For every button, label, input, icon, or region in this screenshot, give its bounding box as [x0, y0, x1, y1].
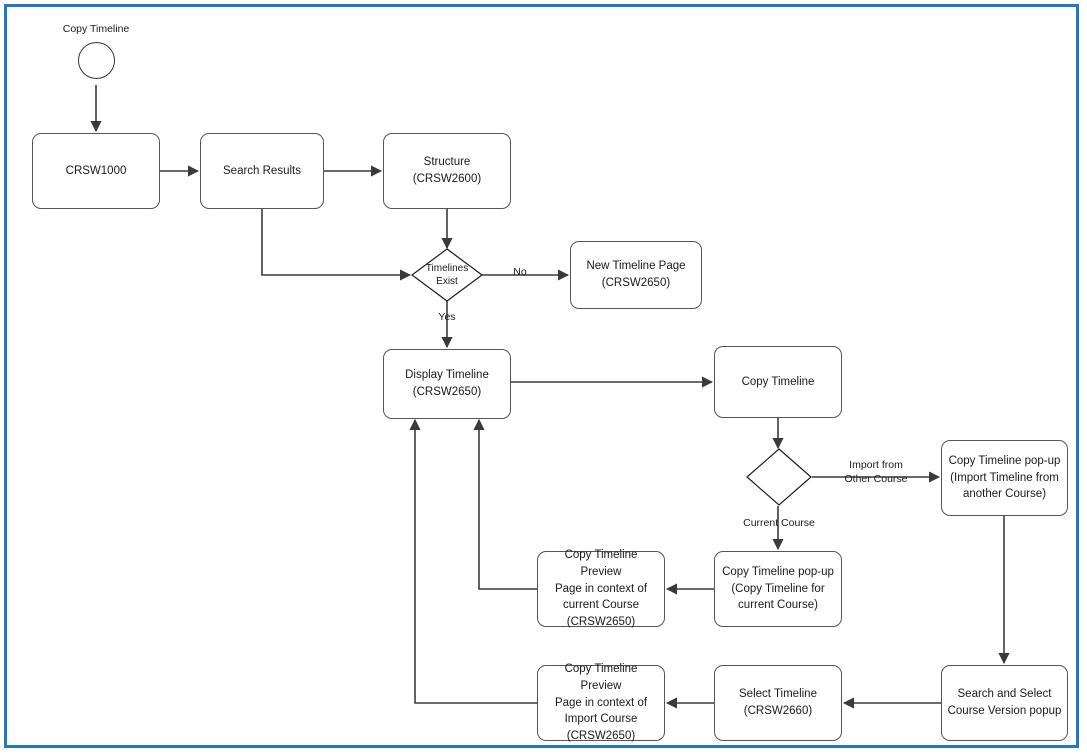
node-search-results-label: Search Results: [223, 164, 301, 177]
edge-label-yes: Yes: [438, 311, 456, 323]
node-copy-timeline-label: Copy Timeline: [741, 375, 815, 388]
edge-label-no: No: [513, 266, 527, 278]
node-structure[interactable]: Structure (CRSW2600): [383, 133, 511, 209]
edge-label-current-course: Current Course: [743, 517, 815, 529]
node-copy-timeline[interactable]: Copy Timeline: [714, 346, 842, 418]
node-crsw1000-label: CRSW1000: [65, 164, 127, 177]
node-crsw1000[interactable]: CRSW1000: [32, 133, 160, 209]
node-structure-label: Structure (CRSW2600): [412, 156, 482, 185]
start-node-circle: [78, 42, 115, 79]
node-preview-page-import-course-label: Copy Timeline Preview Page in context of…: [554, 663, 648, 743]
decision-copy-choice-label: [746, 448, 812, 506]
decision-timelines-exist-label: Timelines Exist: [425, 262, 469, 288]
decision-timelines-exist[interactable]: Timelines Exist: [411, 248, 483, 302]
start-node-label: Copy Timeline: [62, 23, 130, 35]
node-select-timeline[interactable]: Select Timeline (CRSW2660): [714, 665, 842, 741]
node-display-timeline[interactable]: Display Timeline (CRSW2650): [383, 349, 511, 419]
node-preview-page-import-course[interactable]: Copy Timeline Preview Page in context of…: [537, 663, 665, 742]
decision-copy-choice[interactable]: [746, 448, 812, 506]
node-search-and-select-course-version-popup-label: Search and Select Course Version popup: [947, 688, 1062, 717]
node-new-timeline-page-label: New Timeline Page (CRSW2650): [586, 260, 686, 289]
node-select-timeline-label: Select Timeline (CRSW2660): [739, 688, 817, 717]
node-search-and-select-course-version-popup[interactable]: Search and Select Course Version popup: [941, 665, 1068, 741]
node-search-results[interactable]: Search Results: [200, 133, 324, 209]
node-copy-timeline-popup-current[interactable]: Copy Timeline pop-up (Copy Timeline for …: [714, 551, 842, 627]
edge-label-import-from-other-course: Import from Other Course: [844, 459, 908, 485]
node-preview-page-current-course[interactable]: Copy Timeline Preview Page in context of…: [537, 549, 665, 628]
node-copy-timeline-popup-import-label: Copy Timeline pop-up (Import Timeline fr…: [948, 454, 1061, 501]
node-display-timeline-label: Display Timeline (CRSW2650): [405, 369, 489, 398]
node-copy-timeline-popup-current-label: Copy Timeline pop-up (Copy Timeline for …: [722, 565, 834, 612]
diagram-frame: [4, 4, 1079, 748]
node-preview-page-current-course-label: Copy Timeline Preview Page in context of…: [554, 549, 648, 629]
node-copy-timeline-popup-import[interactable]: Copy Timeline pop-up (Import Timeline fr…: [941, 440, 1068, 516]
node-new-timeline-page[interactable]: New Timeline Page (CRSW2650): [570, 241, 702, 309]
